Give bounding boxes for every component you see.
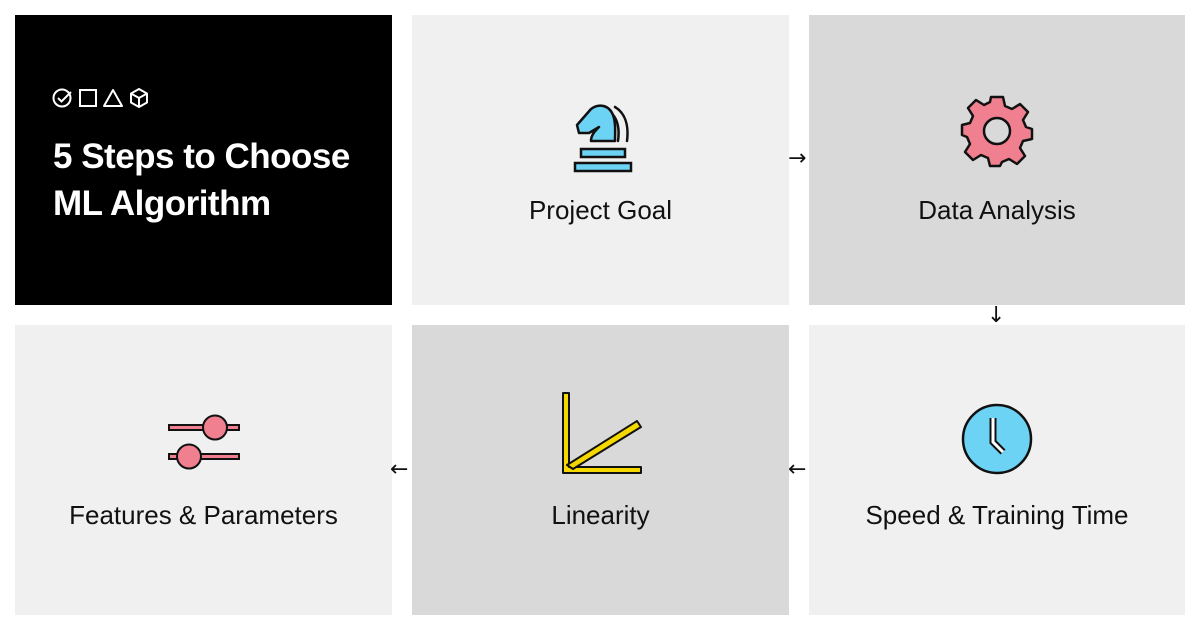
page-title: 5 Steps to Choose ML Algorithm	[53, 133, 373, 227]
step-label-project-goal: Project Goal	[528, 195, 673, 225]
triangle-icon	[103, 89, 123, 107]
check-circle-icon	[52, 88, 72, 108]
title-line-2: ML Algorithm	[53, 184, 271, 223]
step-label-data-analysis: Data Analysis	[918, 195, 1076, 225]
step-project-goal: Project Goal	[412, 15, 789, 305]
linear-chart-icon	[561, 392, 642, 474]
chess-knight-icon	[573, 104, 632, 173]
clock-icon	[961, 403, 1033, 475]
step-linearity: Linearity	[412, 325, 789, 615]
sliders-icon	[167, 414, 240, 470]
step-speed-training-time: Speed & Training Time	[809, 325, 1185, 615]
brand-icons	[52, 87, 150, 109]
step-label-speed-training-time: Speed & Training Time	[865, 500, 1129, 530]
title-line-1: 5 Steps to Choose	[53, 137, 350, 176]
arrow-down: ↓	[987, 303, 1006, 328]
step-data-analysis: Data Analysis	[809, 15, 1185, 305]
square-icon	[79, 89, 97, 107]
gear-icon	[960, 95, 1034, 168]
arrow-left-2: ←	[390, 457, 409, 482]
cube-icon	[130, 88, 148, 108]
arrow-left-1: ←	[788, 457, 807, 482]
step-label-linearity: Linearity	[551, 500, 650, 530]
step-features-parameters: Features & Parameters	[15, 325, 392, 615]
arrow-right: →	[788, 146, 807, 171]
title-tile: 5 Steps to Choose ML Algorithm	[15, 15, 392, 305]
step-label-features-parameters: Features & Parameters	[69, 500, 338, 530]
